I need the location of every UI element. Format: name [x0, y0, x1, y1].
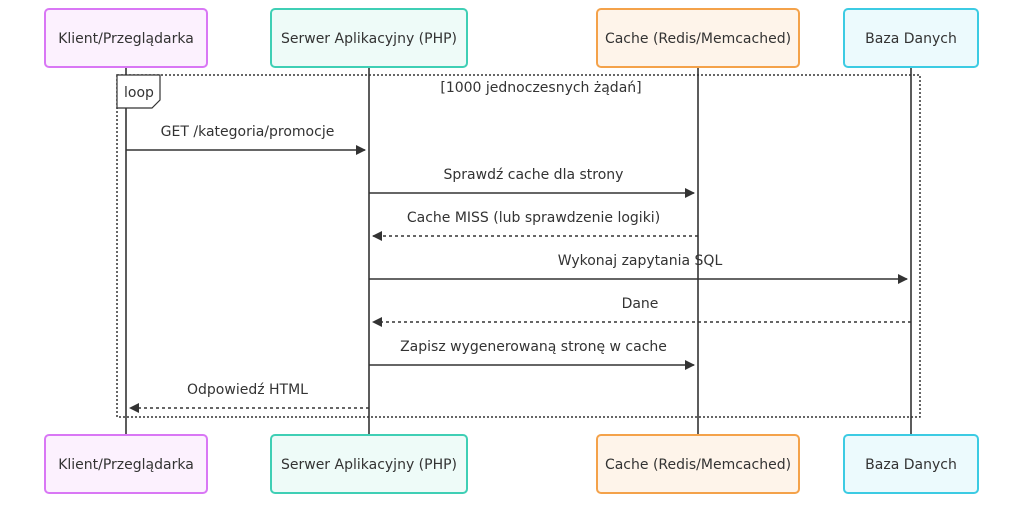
- participant-label: Klient/Przeglądarka: [58, 31, 194, 47]
- message-5: Dane: [372, 296, 911, 327]
- message-4: Wykonaj zapytania SQL: [369, 253, 908, 284]
- message-label: Odpowiedź HTML: [187, 382, 308, 398]
- participant-client-top: Klient/Przeglądarka: [44, 8, 208, 68]
- loop-block: loop [1000 jednoczesnych żądań]: [116, 74, 921, 418]
- participant-box: [270, 8, 468, 68]
- message-label: GET /kategoria/promocje: [161, 124, 335, 140]
- message-label: Sprawdź cache dla strony: [444, 167, 624, 183]
- participant-box: [843, 434, 979, 494]
- message-2: Sprawdź cache dla strony: [369, 167, 695, 198]
- participant-label: Serwer Aplikacyjny (PHP): [281, 31, 457, 47]
- participant-cache-top: Cache (Redis/Memcached): [596, 8, 800, 68]
- message-label: Zapisz wygenerowaną stronę w cache: [400, 339, 667, 355]
- message-3: Cache MISS (lub sprawdzenie logiki): [372, 210, 698, 241]
- participant-app-top: Serwer Aplikacyjny (PHP): [270, 8, 468, 68]
- message-label: Wykonaj zapytania SQL: [558, 253, 723, 269]
- participant-label: Baza Danych: [865, 31, 957, 47]
- message-label: Cache MISS (lub sprawdzenie logiki): [407, 210, 660, 226]
- participant-box: [44, 8, 208, 68]
- participants: Klient/PrzeglądarkaKlient/PrzeglądarkaSe…: [44, 8, 979, 494]
- participant-label: Serwer Aplikacyjny (PHP): [281, 457, 457, 473]
- participant-box: [596, 8, 800, 68]
- participant-db-bottom: Baza Danych: [843, 434, 979, 494]
- participant-label: Cache (Redis/Memcached): [605, 457, 791, 473]
- message-label: Dane: [622, 296, 659, 312]
- loop-label-box: [116, 74, 161, 109]
- participant-label: Cache (Redis/Memcached): [605, 31, 791, 47]
- participant-cache-bottom: Cache (Redis/Memcached): [596, 434, 800, 494]
- participant-label: Klient/Przeglądarka: [58, 457, 194, 473]
- participant-box: [270, 434, 468, 494]
- participant-db-top: Baza Danych: [843, 8, 979, 68]
- participant-label: Baza Danych: [865, 457, 957, 473]
- loop-condition: [1000 jednoczesnych żądań]: [440, 80, 641, 96]
- message-1: GET /kategoria/promocje: [126, 124, 366, 155]
- message-6: Zapisz wygenerowaną stronę w cache: [369, 339, 695, 370]
- participant-app-bottom: Serwer Aplikacyjny (PHP): [270, 434, 468, 494]
- loop-frame: [116, 74, 921, 418]
- participant-client-bottom: Klient/Przeglądarka: [44, 434, 208, 494]
- loop-keyword: loop: [124, 85, 154, 101]
- participant-box: [44, 434, 208, 494]
- lifelines: [125, 67, 912, 435]
- participant-box: [843, 8, 979, 68]
- message-7: Odpowiedź HTML: [129, 382, 369, 413]
- participant-box: [596, 434, 800, 494]
